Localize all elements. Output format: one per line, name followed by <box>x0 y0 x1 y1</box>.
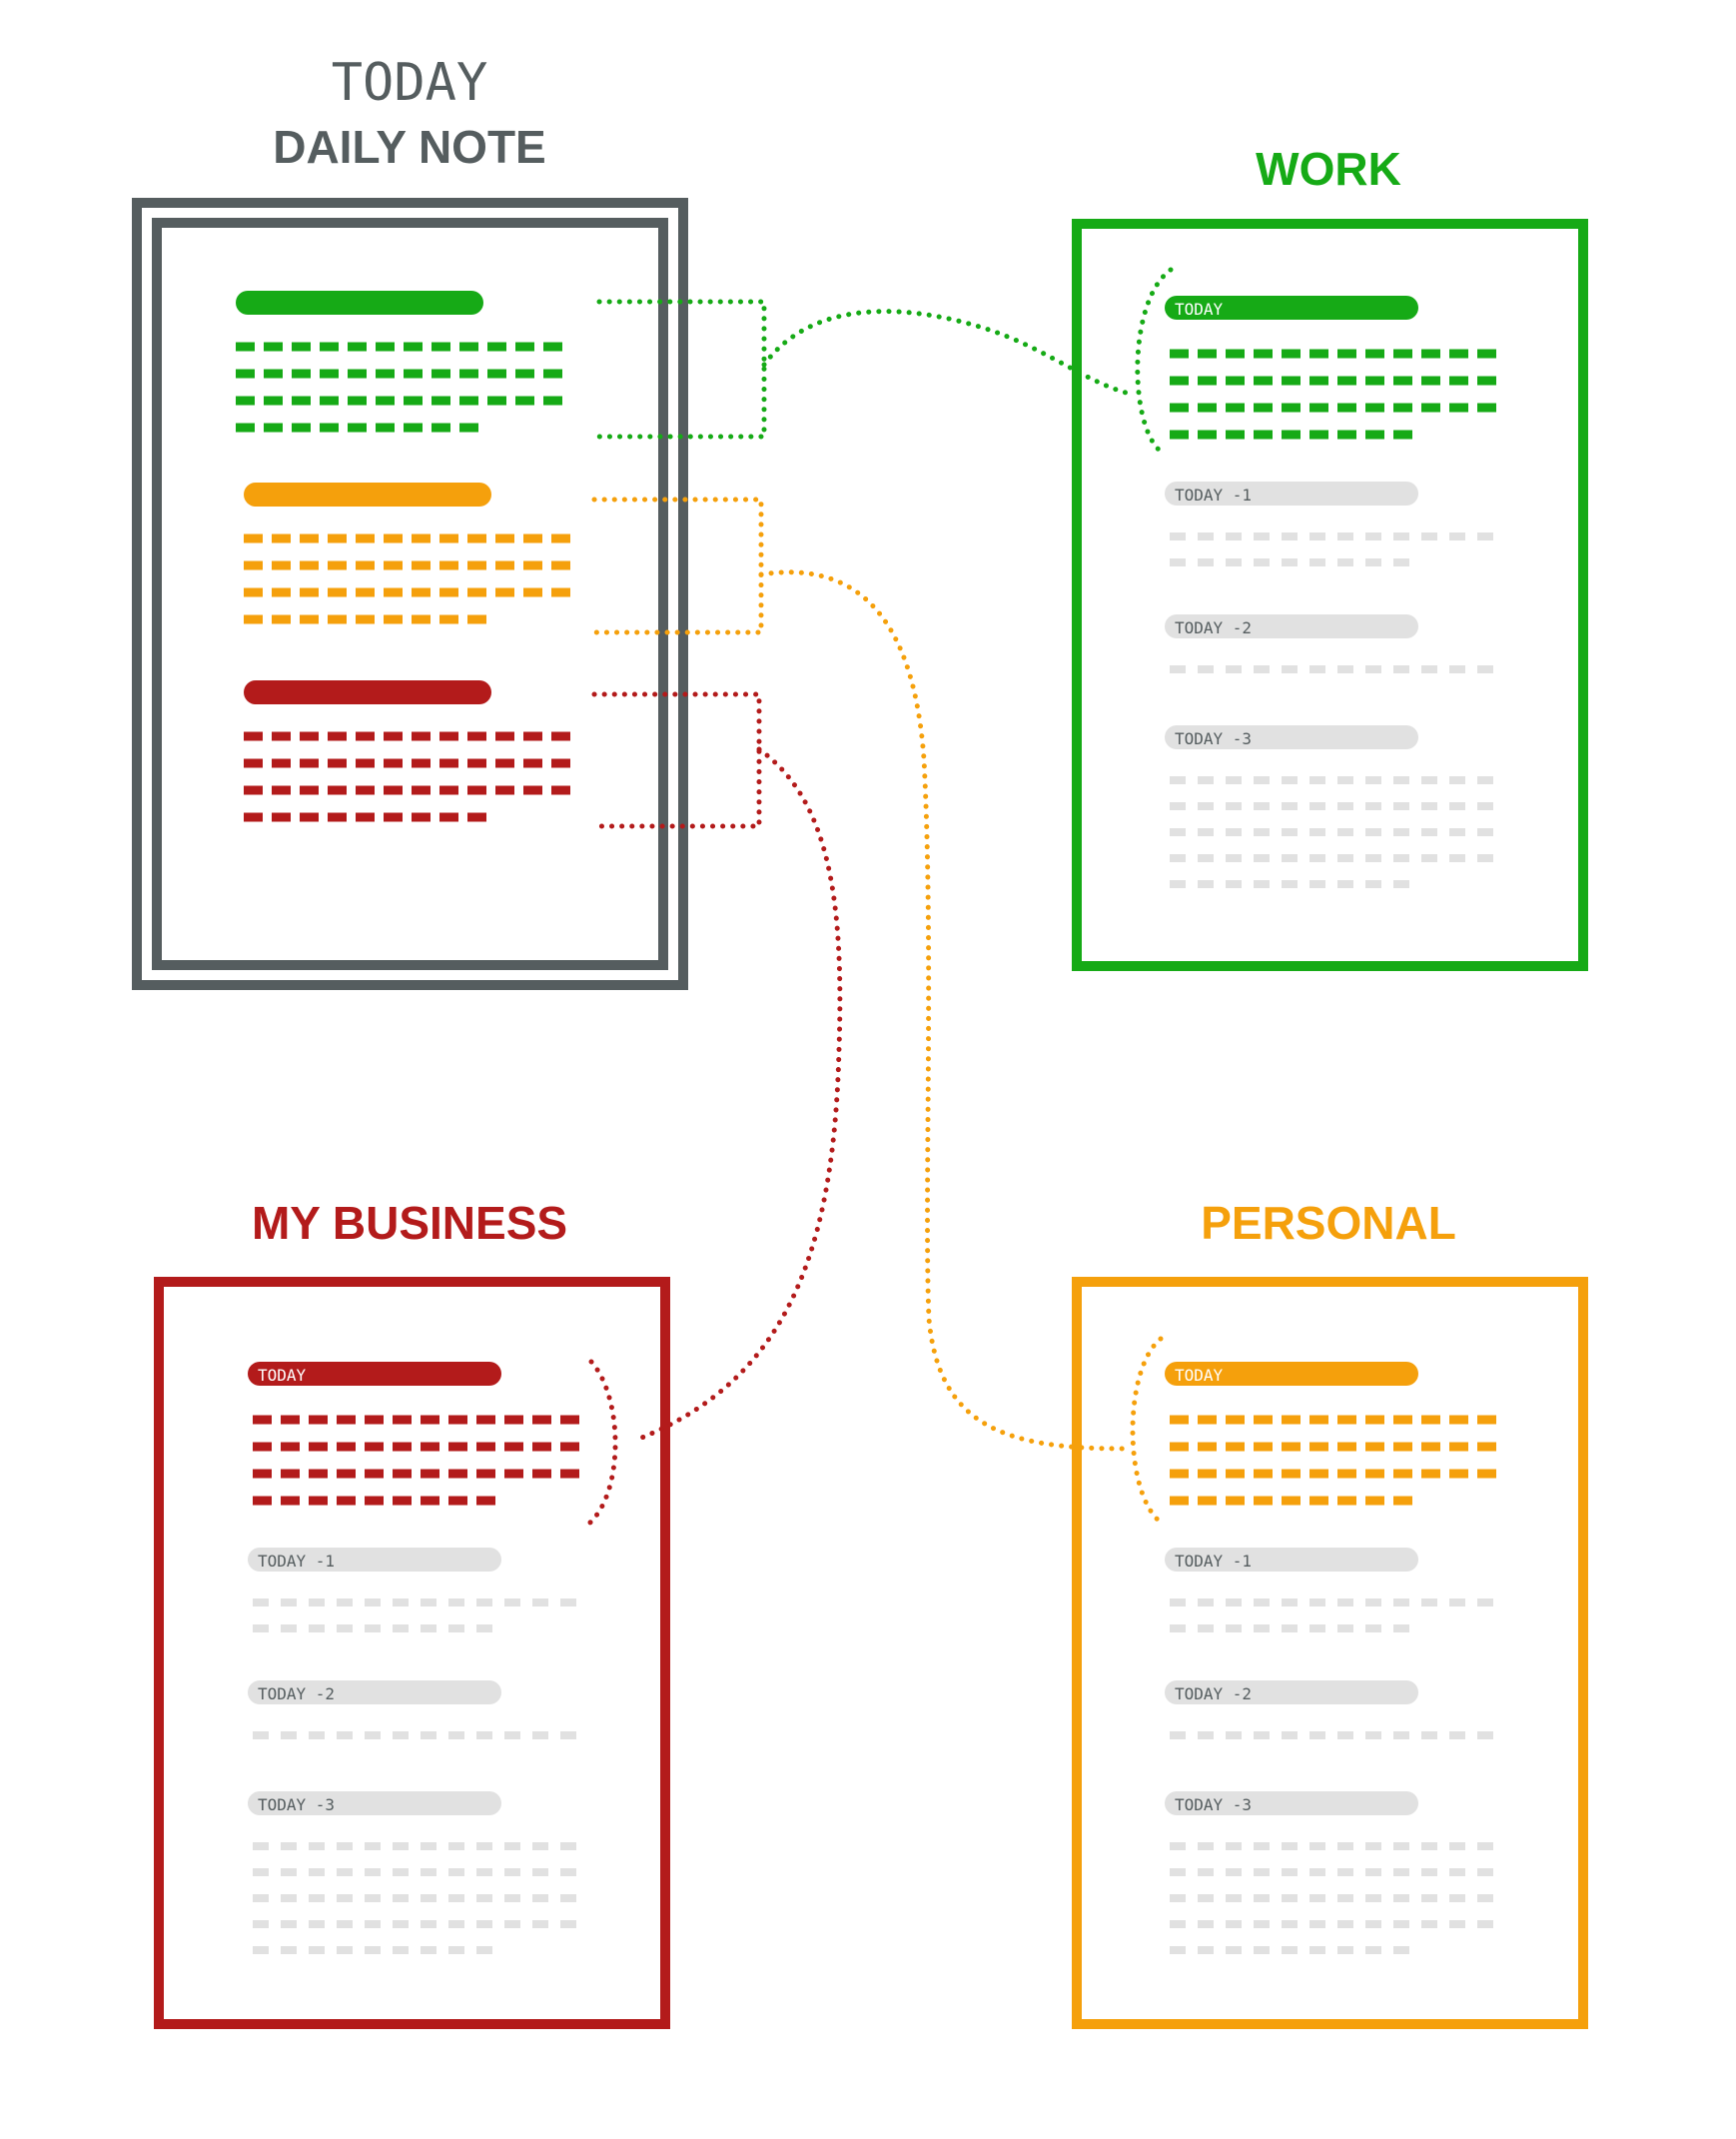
business-title: MY BUSINESS <box>252 1197 567 1249</box>
work-title: WORK <box>1256 143 1401 195</box>
daily-note-sections <box>236 291 573 822</box>
connectors <box>582 267 1174 1530</box>
personal-entry-label: TODAY -3 <box>1175 1795 1252 1814</box>
business-connector <box>636 746 843 1442</box>
daily-note-script-label: TODAY <box>332 53 488 113</box>
daily-note-outer-frame <box>132 198 688 990</box>
personal-entry-label: TODAY -2 <box>1175 1684 1252 1703</box>
personal-target-brace <box>1130 1336 1164 1524</box>
work-bracket <box>591 299 767 440</box>
personal-note-frame <box>1072 1277 1588 2029</box>
daily-note-title: DAILY NOTE <box>273 121 546 173</box>
work-note-frame <box>1072 219 1588 971</box>
daily-note-inner-frame <box>152 218 668 970</box>
personal-connector <box>758 569 1127 1452</box>
personal-entry-label: TODAY <box>1175 1366 1224 1385</box>
personal-entry-label: TODAY -1 <box>1175 1552 1252 1571</box>
work-entry-label: TODAY -1 <box>1175 486 1252 505</box>
business-target-brace <box>582 1359 618 1530</box>
business-entry-label: TODAY -2 <box>258 1684 335 1703</box>
personal-bracket <box>591 497 764 635</box>
work-entry-label: TODAY -2 <box>1175 618 1252 637</box>
business-entry-label: TODAY <box>258 1366 307 1385</box>
personal-title: PERSONAL <box>1201 1197 1456 1249</box>
business-entry-label: TODAY -1 <box>258 1552 335 1571</box>
work-entry-label: TODAY -3 <box>1175 729 1252 748</box>
work-connector <box>761 309 1137 398</box>
work-entry-label: TODAY <box>1175 300 1224 319</box>
note-contents: TODAY TODAY -1 TODAY -2 TODAY -3 TODAY TODAY … <box>248 296 1499 1954</box>
business-entry-label: TODAY -3 <box>258 1795 335 1814</box>
work-target-brace <box>1135 267 1174 453</box>
business-note-frame <box>154 1277 670 2029</box>
business-bracket <box>591 691 762 829</box>
